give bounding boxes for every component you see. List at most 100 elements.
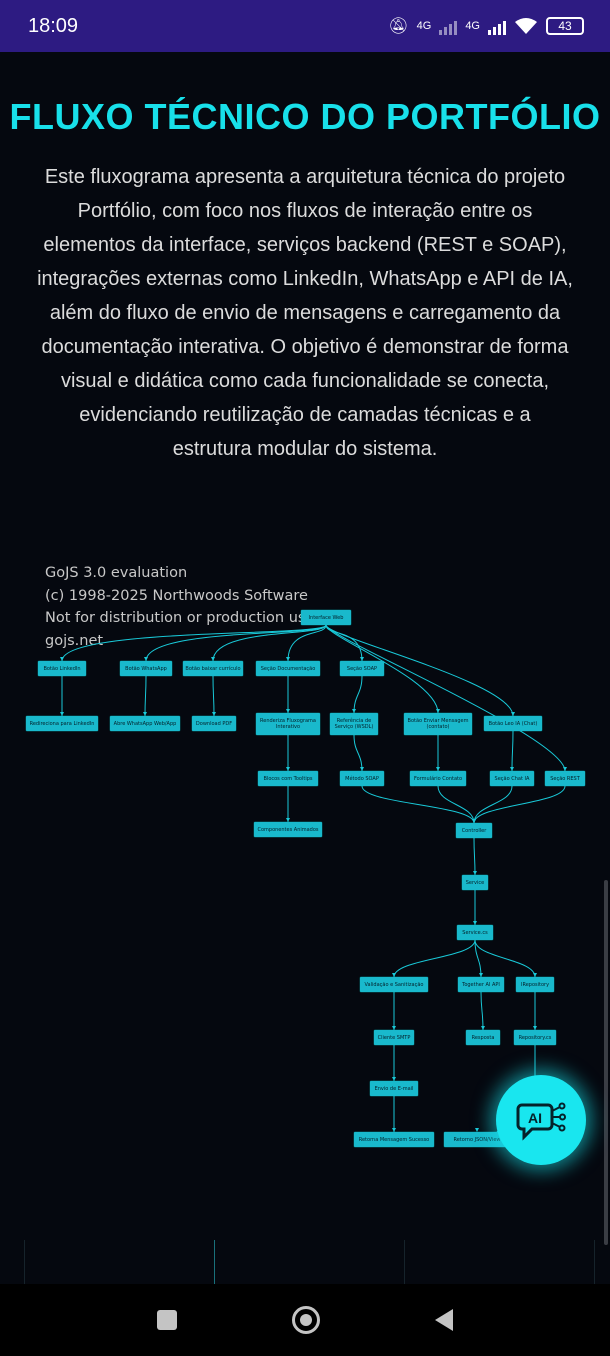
diagram-arrowhead [360,767,364,771]
diagram-node-b-curriculo[interactable]: Botão baixar currículo [183,661,243,676]
diagram-node-resposta[interactable]: Resposta [466,1030,500,1045]
diagram-arrowhead [472,819,476,823]
diagram-node-r-linkedin[interactable]: Redireciona para LinkedIn [26,716,98,731]
intro-line: evidenciando reutilização de camadas téc… [79,404,531,426]
intro-line: documentação interativa. O objetivo é de… [41,336,569,358]
diagram-node-validacao[interactable]: Validação e Sanitização [360,977,428,992]
diagram-node-b-leo[interactable]: Botão Leo IA (Chat) [484,716,542,731]
gojs-watermark: GoJS 3.0 evaluation (c) 1998-2025 Northw… [45,562,314,652]
network-type-2: 4G [465,20,480,32]
diagram-arrowhead [143,712,147,716]
diagram-link [473,785,566,824]
diagram-arrowhead [436,767,440,771]
diagram-arrowhead [212,712,216,716]
status-time: 18:09 [28,14,79,37]
ai-chat-button[interactable]: AI [496,1075,586,1165]
diagram-arrowhead [392,1128,396,1132]
diagram-arrowhead [60,657,64,661]
diagram-link [361,785,475,824]
diagram-node-envio-email[interactable]: Envio de E-mail [370,1081,418,1096]
diagram-node-b-enviar[interactable]: Botão Enviar Mensagem (contato) [404,713,472,735]
diagram-node-b-linkedin[interactable]: Botão LinkedIn [38,661,86,676]
diagram-node-controller[interactable]: Controller [456,823,492,838]
diagram-node-secao-rest[interactable]: Seção REST [545,771,585,786]
diagram-node-irepository[interactable]: IRepository [516,977,554,992]
system-nav-bar [0,1284,610,1356]
diagram-arrowhead [286,709,290,713]
diagram-node-chat-ia[interactable]: Seção Chat IA [490,771,534,786]
diagram-node-service-cs[interactable]: Service.cs [457,925,493,940]
diagram-arrowhead [473,921,477,925]
diagram-arrowhead [475,1128,479,1132]
intro-line: além do fluxo de envio de mensagens e ca… [49,302,561,324]
diagram-link [145,624,327,662]
diagram-node-service[interactable]: Service [462,875,488,890]
intro-line: integrações externas como LinkedIn, What… [37,268,573,290]
diagram-link [473,837,476,876]
ai-fab-label: AI [528,1110,542,1126]
diagram-node-r-pdf[interactable]: Download PDF [192,716,236,731]
watermark-line: Not for distribution or production use [45,610,315,626]
diagram-arrowhead [286,818,290,822]
diagram-arrowhead [473,871,477,875]
diagram-arrowhead [392,1026,396,1030]
diagram-arrowhead [286,657,290,661]
diagram-arrowhead [481,1026,485,1030]
diagram-node-retorna-msg[interactable]: Retorna Mensagem Sucesso [354,1132,434,1147]
diagram-link [511,730,514,772]
diagram-arrowhead [144,657,148,661]
diagram-node-r-wsdl[interactable]: Referência de Serviço (WSDL) [330,713,378,735]
diagram-arrowhead [511,712,515,716]
diagram-scrollbar[interactable] [604,880,608,1245]
diagram-node-r-whatsapp[interactable]: Abre WhatsApp Web/App [110,716,180,731]
page-title: FLUXO TÉCNICO DO PORTFÓLIO [9,96,601,137]
diagram-link [474,939,536,978]
diagram-link [287,624,327,662]
diagram-arrowhead [510,767,514,771]
diagram-link [325,624,566,772]
intro-line: visual e didática como cada funcionalida… [60,370,550,392]
diagram-arrowhead [211,657,215,661]
diagram-arrowhead [479,973,483,977]
diagram-arrowhead [60,712,64,716]
diagram-link [353,675,363,714]
diagram-node-r-fluxo[interactable]: Renderiza Fluxograma Interativo [256,713,320,735]
diagram-link [437,785,475,824]
signal-icon-1 [439,17,458,35]
diagram-node-blocos[interactable]: Blocos com Tooltips [258,771,318,786]
diagram-node-b-whatsapp[interactable]: Botão WhatsApp [120,661,172,676]
intro-line: Portfólio, com foco nos fluxos de intera… [77,200,533,222]
diagram-arrowhead [360,657,364,661]
diagram-link [353,734,363,772]
recents-button[interactable] [157,1310,178,1330]
diagram-link [480,991,484,1031]
diagram-node-form-contato[interactable]: Formulário Contato [410,771,466,786]
diagram-link [473,785,513,824]
status-icons: 🔕︎ 4G 4G 43 [388,16,584,36]
diagram-node-retorno-json[interactable]: Retorno JSON/View [444,1132,510,1147]
diagram-node-together[interactable]: Together AI API [458,977,504,992]
battery-icon: 43 [546,17,584,35]
diagram-link [474,939,482,978]
diagram-node-componentes[interactable]: Componentes Animados [254,822,322,837]
ai-chip-icon: AI [516,1102,566,1141]
watermark-line: GoJS 3.0 evaluation [45,565,188,581]
diagram-node-s-soap[interactable]: Seção SOAP [340,661,384,676]
diagram-node-root[interactable]: Interface Web [301,610,351,625]
intro-text: Este fluxograma apresenta a arquitetura … [22,160,588,466]
intro-line: estrutura modular do sistema. [172,438,438,460]
diagram-node-smtp[interactable]: Cliente SMTP [374,1030,414,1045]
diagram-node-repository-cs[interactable]: Repository.cs [514,1030,556,1045]
diagram-arrowhead [392,1077,396,1081]
home-button[interactable] [291,1306,320,1334]
diagram-link [61,624,327,662]
diagram-node-metodo-soap[interactable]: Método SOAP [340,771,384,786]
network-type-1: 4G [416,20,432,32]
back-button[interactable] [434,1309,453,1331]
diagram-arrowhead [533,1026,537,1030]
diagram-arrowhead [392,973,396,977]
diagram-arrowhead [563,767,567,771]
diagram-node-s-doc[interactable]: Seção Documentação [256,661,320,676]
status-bar: 18:09 🔕︎ 4G 4G 43 [0,0,610,52]
